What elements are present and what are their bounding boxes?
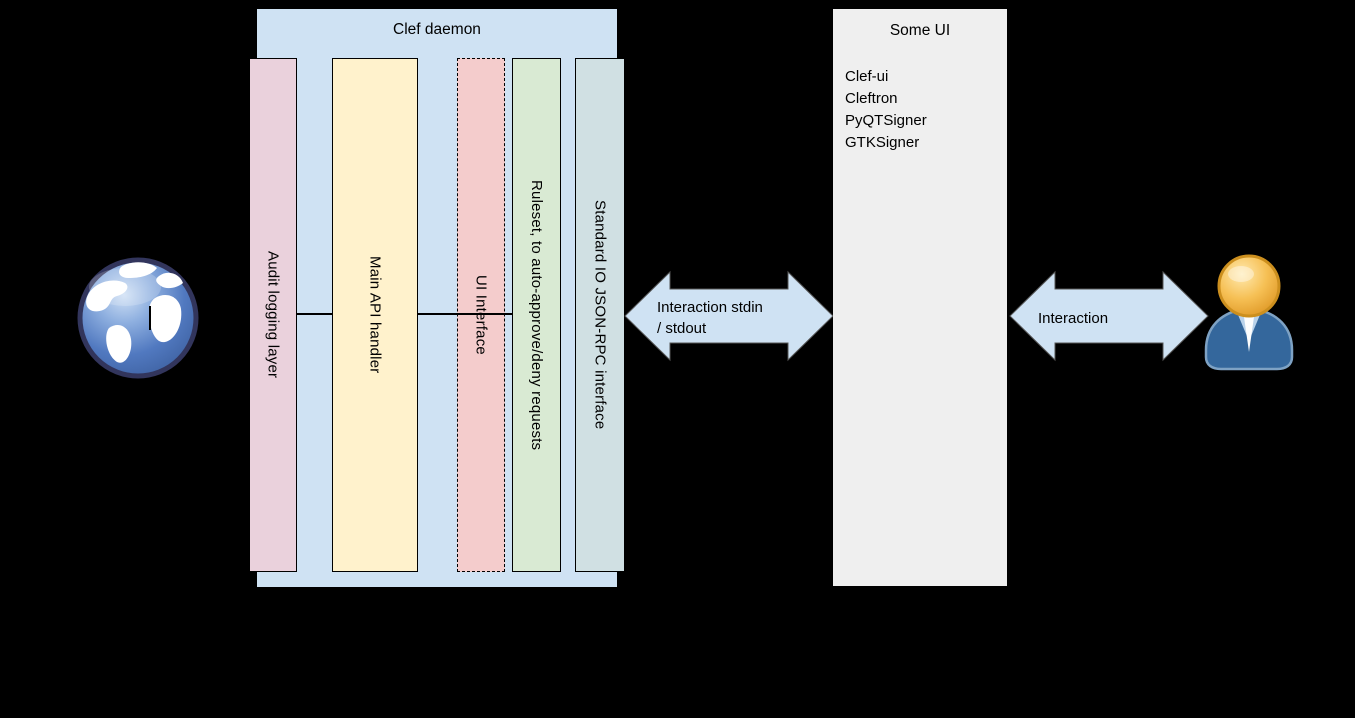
bar-label: Standard IO JSON-RPC interface	[591, 200, 609, 430]
bar-label: UI Interface	[472, 275, 490, 355]
some-ui-box: Some UI Clef-ui Cleftron PyQTSigner GTKS…	[833, 9, 1007, 586]
list-item: Clef-ui	[845, 68, 889, 85]
text-cursor-artifact	[149, 306, 151, 330]
list-item: Cleftron	[845, 90, 898, 107]
bar-label: Main API handler	[366, 256, 384, 374]
bar-stdio-jsonrpc-interface: Standard IO JSON-RPC interface	[575, 58, 625, 572]
interaction-arrow	[1009, 270, 1209, 362]
some-ui-title: Some UI	[889, 22, 951, 39]
user-icon	[1203, 253, 1295, 376]
stdio-arrow-label-line2: / stdout	[657, 320, 707, 337]
interaction-arrow-label: Interaction	[1038, 308, 1108, 329]
connector-line-api-ruleset	[418, 313, 513, 315]
stdio-arrow-label-line1: Interaction stdin	[657, 299, 763, 316]
bar-label: Ruleset, to auto-approve/deny requests	[528, 179, 545, 451]
bar-label: Audit logging layer	[264, 251, 282, 379]
clef-daemon-box: Clef daemon	[257, 9, 617, 587]
bar-audit-logging-layer: Audit logging layer	[249, 58, 297, 572]
some-ui-list: Clef-ui Cleftron PyQTSigner GTKSigner	[845, 66, 927, 154]
globe-icon	[75, 255, 201, 386]
list-item: GTKSigner	[845, 134, 920, 151]
clef-daemon-title: Clef daemon	[393, 21, 481, 38]
list-item: PyQTSigner	[845, 112, 927, 129]
bar-ui-interface: UI Interface	[457, 58, 505, 572]
bar-ruleset: Ruleset, to auto-approve/deny requests	[512, 58, 561, 572]
stdio-arrow-label: Interaction stdin / stdout	[657, 297, 763, 339]
connector-line-audit-api	[296, 313, 332, 315]
interaction-arrow-label-line1: Interaction	[1038, 310, 1109, 327]
bar-main-api-handler: Main API handler	[332, 58, 418, 572]
